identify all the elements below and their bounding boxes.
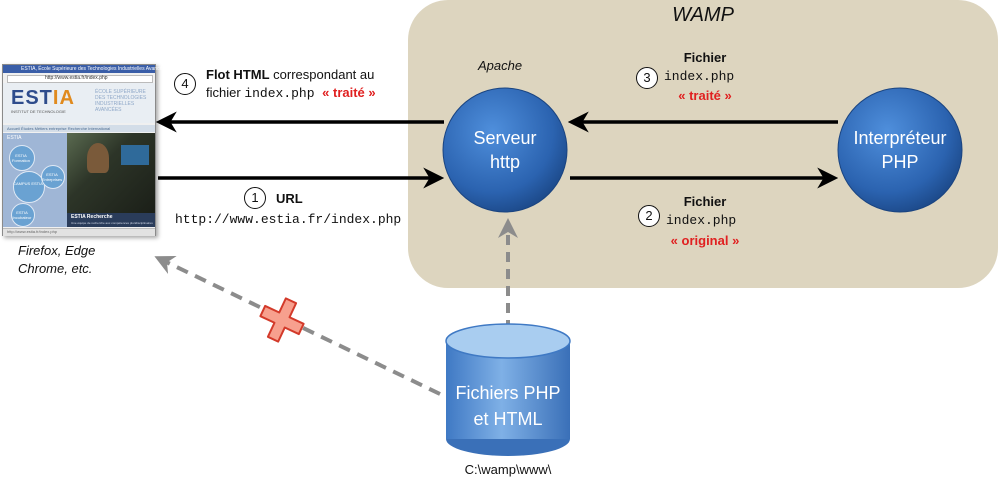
step-2-title: Fichier	[683, 194, 727, 209]
site-header	[3, 83, 155, 123]
site-logo-sub: INSTITUT DE TECHNOLOGIE	[11, 109, 66, 114]
step-4-line1: Flot HTML correspondant au	[206, 67, 374, 82]
arrow-blocked-direct-access	[154, 255, 441, 396]
step-3-title: Fichier	[683, 50, 727, 65]
database-line1: Fichiers PHP	[455, 383, 561, 403]
browser-statusbar	[3, 228, 155, 236]
site-nav	[3, 125, 155, 132]
bubble-campus	[13, 171, 45, 203]
site-photo-person	[87, 143, 109, 173]
site-photo-screen	[121, 145, 149, 165]
interpreter-node-circle	[837, 87, 963, 213]
bubble-formation-label: ESTIA Formation	[11, 153, 30, 163]
bubble-entreprises-label: ESTIA Entreprises	[41, 172, 63, 182]
browser-titlebar	[3, 65, 155, 73]
step-1-label: URL	[276, 191, 303, 206]
step-3-file: index.php	[664, 69, 735, 84]
browser-url: http://www.estia.fr/index.php	[45, 75, 108, 81]
step-4-state: « traité »	[322, 85, 376, 100]
database-cylinder-icon	[445, 323, 571, 456]
interpreter-line2: PHP	[881, 152, 919, 172]
site-research-banner	[67, 213, 155, 227]
bubble-incubateur	[11, 203, 35, 227]
step-3-state: « traité »	[678, 88, 732, 103]
cross-icon	[259, 297, 305, 343]
bubble-incubateur-label: ESTIA Incubateur	[12, 210, 32, 220]
step-2-file: index.php	[666, 213, 737, 228]
step-2-badge: 2	[638, 205, 660, 227]
browser-address-bar	[7, 75, 153, 83]
step-4-rest: correspondant au	[273, 67, 375, 82]
step-3-badge: 3	[636, 67, 658, 89]
site-header-text: ÉCOLE SUPÉRIEURE DES TECHNOLOGIES INDUST…	[95, 89, 147, 113]
step-1-url: http://www.estia.fr/index.php	[175, 212, 402, 227]
site-left-title: ESTIA	[7, 135, 22, 141]
step-4-bold: Flot HTML	[206, 67, 270, 82]
site-logo-main: EST	[11, 87, 53, 109]
browser-caption-line2: Chrome, etc.	[18, 261, 93, 276]
step-1-badge: 1	[244, 187, 266, 209]
interpreter-node-label: Interpréteur PHP	[835, 126, 965, 174]
server-node-label: Serveur http	[445, 126, 565, 174]
site-research-title: ESTIA Recherche	[71, 214, 113, 220]
bubble-campus-label: CAMPUS ESTIA	[13, 181, 43, 186]
site-nav-text: Accueil Études Métiers entreprise Recher…	[7, 126, 111, 131]
server-line1: Serveur	[473, 128, 537, 148]
browser-caption: Firefox, Edge Chrome, etc.	[18, 242, 95, 278]
site-logo-accent: IA	[52, 87, 75, 109]
database-label: Fichiers PHP et HTML	[440, 380, 576, 432]
site-logo: ESTIA	[11, 87, 75, 110]
wamp-title: WAMP	[672, 4, 734, 26]
server-node-circle	[442, 87, 568, 213]
bubble-entreprises	[41, 165, 65, 189]
browser-caption-line1: Firefox, Edge	[18, 243, 96, 258]
browser-status-text: http://www.estia.fr/index.php	[7, 229, 58, 234]
database-line2: et HTML	[473, 409, 543, 429]
server-line2: http	[489, 152, 521, 172]
step-4-line2: fichier index.php « traité »	[206, 85, 376, 101]
step-4-badge: 4	[174, 73, 196, 95]
bubble-formation	[9, 145, 35, 171]
interpreter-line1: Interpréteur	[853, 128, 947, 148]
step-4-prefix: fichier	[206, 85, 241, 100]
apache-label: Apache	[477, 58, 523, 73]
step-4-file: index.php	[244, 86, 315, 101]
browser-title: ESTIA, École Supérieure des Technologies…	[21, 66, 168, 72]
database-path: C:\wamp\www\	[464, 462, 552, 477]
site-research-text: Une équipe de recherche aux compétences …	[71, 221, 153, 225]
step-2-state: « original »	[670, 233, 740, 248]
browser-window: ESTIA, École Supérieure des Technologies…	[2, 64, 168, 236]
